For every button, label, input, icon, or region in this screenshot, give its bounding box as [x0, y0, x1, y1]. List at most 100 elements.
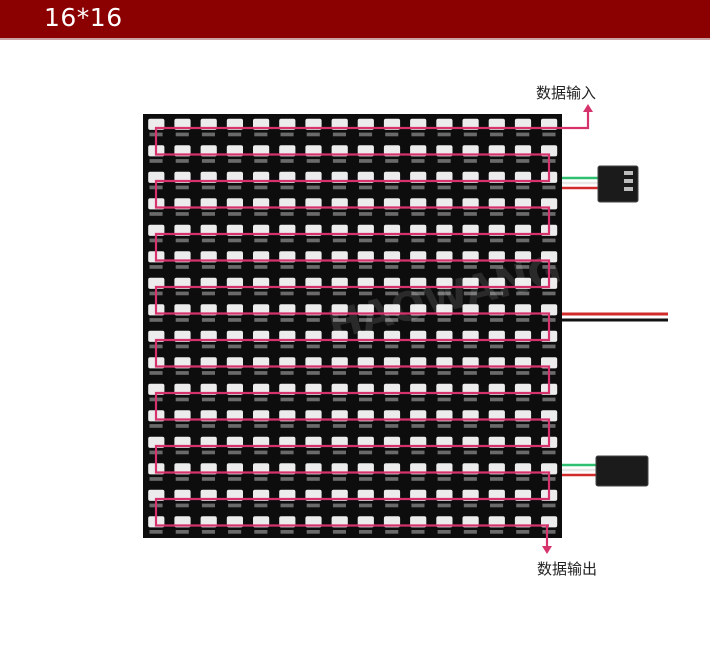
led-pad — [254, 238, 268, 243]
led-pad — [175, 424, 189, 428]
led-pad — [228, 318, 242, 322]
led-pad — [280, 530, 294, 534]
led-pad — [516, 397, 530, 402]
led-pad — [175, 397, 189, 402]
led-pad — [149, 265, 163, 269]
led-pad — [463, 503, 477, 508]
led-pad — [254, 503, 268, 508]
led-pad — [175, 530, 189, 534]
led-pad — [411, 265, 425, 269]
led-pad — [332, 530, 346, 534]
led-pad — [359, 318, 373, 322]
led-pad — [385, 397, 399, 402]
led-pad — [280, 212, 294, 216]
led-pad — [254, 450, 268, 455]
led-pad — [385, 318, 399, 322]
led-pad — [463, 371, 477, 375]
led-pad — [306, 344, 320, 349]
led-pad — [280, 132, 294, 137]
panel-wires — [555, 176, 668, 477]
data-in-arrowhead — [583, 104, 593, 112]
led-pad — [332, 318, 346, 322]
led-pad — [359, 238, 373, 243]
led-pad — [201, 185, 215, 190]
led-pad — [463, 344, 477, 349]
led-pad — [385, 265, 399, 269]
led-pad — [516, 344, 530, 349]
led-pad — [411, 477, 425, 481]
led-pad — [516, 291, 530, 296]
led-pad — [463, 477, 477, 481]
connector-housing — [595, 455, 649, 487]
led-pad — [411, 424, 425, 428]
output-connector — [595, 455, 649, 487]
led-pad — [332, 212, 346, 216]
led-pad — [411, 132, 425, 137]
led-pad — [411, 371, 425, 375]
led-pad — [490, 212, 504, 216]
led-pad — [149, 318, 163, 322]
led-pad — [411, 397, 425, 402]
led-pad — [306, 424, 320, 428]
led-pad — [437, 318, 451, 322]
led-pad — [463, 238, 477, 243]
led-pad — [306, 159, 320, 163]
led-pad — [516, 238, 530, 243]
led-pad — [280, 265, 294, 269]
page-header: 16*16 — [0, 0, 710, 38]
led-pad — [332, 238, 346, 243]
led-pad — [490, 424, 504, 428]
data-out-arrowhead — [542, 546, 552, 554]
led-pad — [437, 212, 451, 216]
led-pad — [411, 530, 425, 534]
led-pad — [254, 212, 268, 216]
led-pad — [280, 450, 294, 455]
led-pad — [175, 185, 189, 190]
led-pad — [175, 265, 189, 269]
led-pad — [490, 265, 504, 269]
led-pad — [280, 291, 294, 296]
led-pad — [306, 132, 320, 137]
led-pad — [490, 344, 504, 349]
data-in-arrow — [549, 112, 590, 130]
data-path-line — [154, 126, 551, 527]
led-pad — [359, 265, 373, 269]
led-pad — [228, 344, 242, 349]
led-pad — [228, 530, 242, 534]
led-pad — [516, 424, 530, 428]
led-pad — [542, 344, 556, 349]
led-pad — [201, 397, 215, 402]
led-pad — [516, 371, 530, 375]
led-pad — [463, 397, 477, 402]
led-pad — [332, 371, 346, 375]
led-pad — [542, 291, 556, 296]
led-pad — [437, 450, 451, 455]
led-pad — [490, 477, 504, 481]
led-pad — [149, 530, 163, 534]
led-pad — [411, 212, 425, 216]
led-pad — [385, 185, 399, 190]
led-pad — [332, 477, 346, 481]
led-pad — [490, 397, 504, 402]
led-pad — [385, 371, 399, 375]
led-pad — [542, 503, 556, 508]
led-pad — [516, 265, 530, 269]
led-pad — [175, 503, 189, 508]
led-pad — [149, 424, 163, 428]
led-pad — [516, 450, 530, 455]
led-pad — [228, 477, 242, 481]
led-pad — [306, 291, 320, 296]
led-pad — [516, 530, 530, 534]
led-pad — [175, 212, 189, 216]
led-pad — [228, 132, 242, 137]
led-pad — [437, 371, 451, 375]
led-pad — [332, 397, 346, 402]
led-pad — [332, 185, 346, 190]
led-pad — [332, 265, 346, 269]
led-pad — [385, 291, 399, 296]
led-pad — [201, 477, 215, 481]
led-pad — [542, 185, 556, 190]
led-pad — [306, 530, 320, 534]
led-pad — [385, 503, 399, 508]
data-input-label: 数据输入 — [536, 84, 597, 102]
